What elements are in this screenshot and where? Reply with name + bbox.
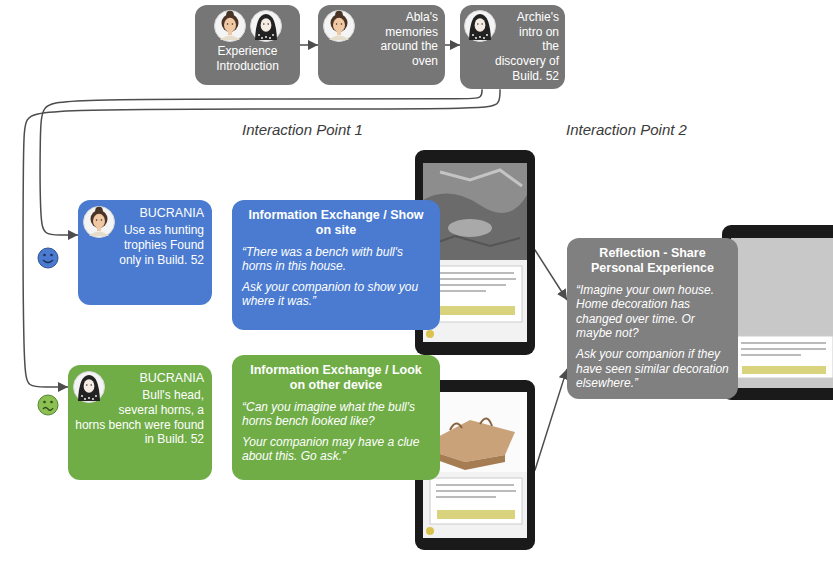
exchange-box: Information Exchange / Show on site “Ther…: [232, 200, 440, 330]
smiley-icon: [38, 395, 58, 415]
archie-avatar: [250, 10, 282, 42]
box-body: “Imagine your own house. Home decoration…: [576, 283, 729, 342]
smiley-icon: [38, 248, 58, 268]
content-box: BUCRANIA Bull's head, several horns, a ho…: [68, 365, 212, 480]
box-body: “There was a bench with bull's horns in …: [242, 245, 430, 274]
box-heading: Information Exchange / Show on site: [242, 208, 430, 239]
section-label: Interaction Point 1: [242, 121, 363, 138]
box-body: Ask your companion if they have seen sim…: [576, 347, 729, 391]
box-body: Use as hunting trophies Found only in Bu…: [83, 223, 204, 267]
box-body: Your companion may have a clue about thi…: [242, 435, 430, 464]
tablet-illustration: [722, 225, 833, 400]
box-heading: Reflection - Share Personal Experience: [576, 246, 729, 277]
box-body: Bull's head, several horns, a horns benc…: [73, 388, 204, 447]
box-body: “Can you imagine what the bull's horns b…: [242, 400, 430, 429]
box-text: Abla's memories around the oven: [323, 10, 438, 69]
box-text: Experience Introduction: [201, 44, 294, 73]
box-heading: Information Exchange / Look on other dev…: [242, 363, 430, 394]
box-body: Ask your companion to show you where it …: [242, 280, 430, 309]
abla-avatar: [323, 10, 355, 42]
abla-avatar: [83, 206, 115, 238]
content-box: BUCRANIA Use as hunting trophies Found on…: [78, 200, 212, 305]
story-box: Archie's intro on the discovery of Build…: [460, 5, 565, 89]
box-heading: BUCRANIA: [73, 371, 204, 386]
box-text: Archie's intro on the discovery of Build…: [464, 10, 559, 83]
archie-avatar: [73, 371, 105, 403]
connector-arrow: [445, 44, 460, 46]
connector-arrow: [300, 44, 318, 46]
avatar-row: [201, 10, 294, 44]
story-box: Abla's memories around the oven: [318, 5, 445, 85]
abla-avatar: [214, 10, 246, 42]
exchange-box: Information Exchange / Look on other dev…: [232, 355, 440, 480]
archie-avatar: [464, 10, 496, 42]
reflection-box: Reflection - Share Personal Experience “I…: [567, 238, 738, 399]
box-heading: BUCRANIA: [83, 206, 204, 221]
section-label: Interaction Point 2: [566, 121, 687, 138]
intro-box: Experience Introduction: [195, 5, 300, 85]
